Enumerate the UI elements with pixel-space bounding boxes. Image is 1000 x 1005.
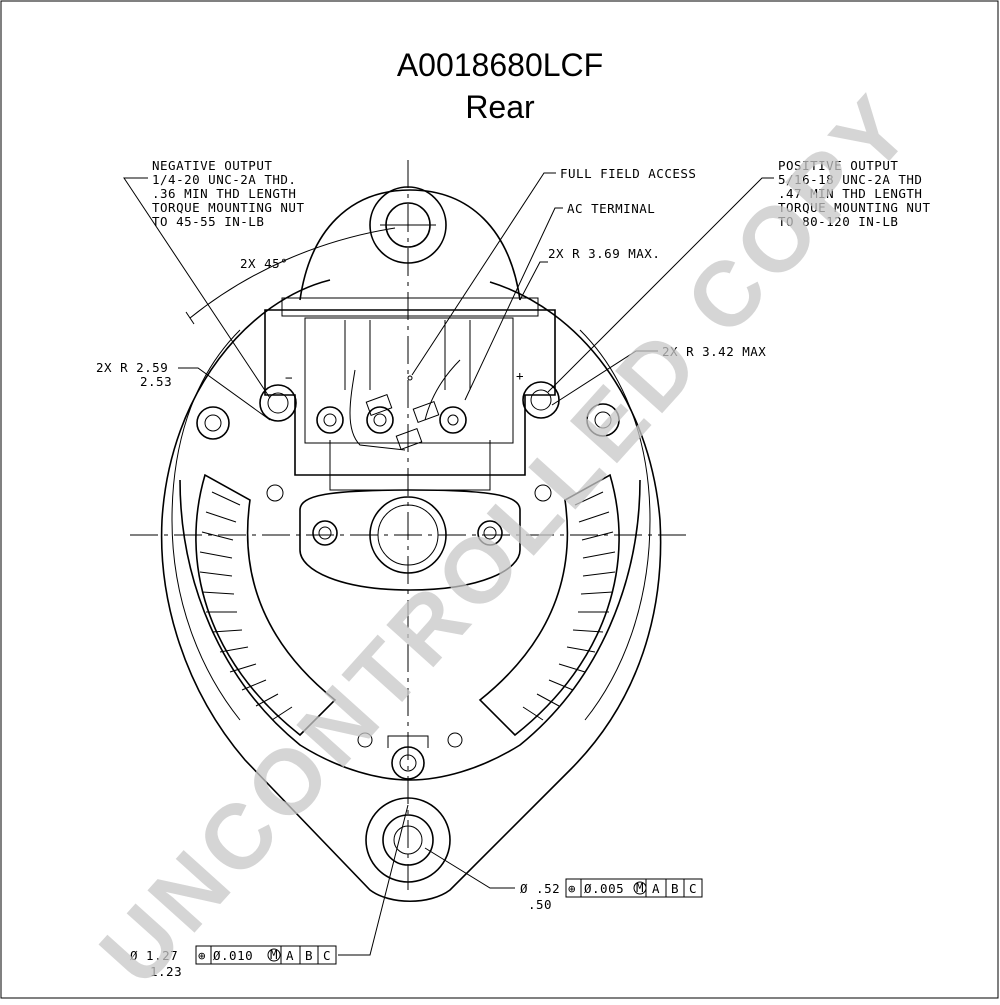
view-subtitle: Rear [465,89,535,125]
terminal-studs [196,403,620,502]
radius-right-leader [551,350,658,406]
small-bore-frame-datum-b: B [671,881,679,896]
small-bore-tolerance: Ø .52 .50 ⊕ Ø.005 M A B C [424,847,703,912]
regulator-box [264,297,556,491]
positive-sign: + [516,368,524,383]
full-field-access-label: FULL FIELD ACCESS [560,166,696,181]
large-bore-frame-modifier: M [270,947,278,962]
large-bore-frame-datum-b: B [305,948,313,963]
radius-left-upper-label: 2X R 2.59 [96,360,168,375]
positive-output-line-4: TORQUE MOUNTING NUT [778,200,931,215]
negative-output-callout: NEGATIVE OUTPUT 1/4-20 UNC-2A THD. .36 M… [123,158,305,399]
negative-output-line-3: .36 MIN THD LENGTH [152,186,296,201]
angle-arc [189,227,396,319]
positive-output-line-1: POSITIVE OUTPUT [778,158,898,173]
full-field-access-leader [411,172,556,376]
large-bore-frame-datum-a: A [286,948,294,963]
ac-terminal-label: AC TERMINAL [567,201,655,216]
radius-max-top-label: 2X R 3.69 MAX. [548,246,660,261]
negative-output-line-2: 1/4-20 UNC-2A THD. [152,172,296,187]
positive-output-line-2: 5/16-18 UNC-2A THD [778,172,922,187]
part-number-title: A0018680LCF [397,47,603,83]
large-bore-frame-symbol: ⊕ [198,948,206,963]
radius-right-label: 2X R 3.42 MAX [662,344,766,359]
large-bore-diameter-lower: 1.23 [150,964,182,979]
negative-output-line-1: NEGATIVE OUTPUT [152,158,272,173]
positive-output-line-3: .47 MIN THD LENGTH [778,186,922,201]
small-bore-frame-value: Ø.005 [584,881,624,896]
small-bore-frame-datum-c: C [689,881,697,896]
ac-terminal-leader [464,207,563,401]
large-bore-frame-value: Ø.010 [213,948,253,963]
positive-output-callout: POSITIVE OUTPUT 5/16-18 UNC-2A THD .47 M… [547,158,931,393]
ac-terminal-wires [349,359,461,451]
negative-output-line-5: TO 45-55 IN-LB [152,214,264,229]
radius-left-leader [178,367,271,421]
large-bore-diameter-upper: Ø 1.27 [130,948,178,963]
angle-label: 2X 45° [240,256,288,271]
angle-arc-tick [185,311,195,325]
small-bore-frame-symbol: ⊕ [568,881,576,896]
small-bore-diameter-lower: .50 [528,897,552,912]
left-vent-arc [195,473,337,737]
positive-output-line-5: TO 80-120 IN-LB [778,214,898,229]
small-bore-frame-modifier: M [636,880,644,895]
small-bore-diameter-upper: Ø .52 [520,881,560,896]
negative-output-line-4: TORQUE MOUNTING NUT [152,200,305,215]
centerlines [130,160,690,890]
negative-output-terminal [259,384,297,422]
negative-sign: − [285,370,293,385]
small-bore-frame-datum-a: A [652,881,660,896]
right-vent-arc [478,473,620,737]
large-bore-frame-datum-c: C [323,948,331,963]
large-bore-tolerance: Ø 1.27 1.23 ⊕ Ø.010 M A B C [130,804,409,979]
radius-max-top-leader [519,261,548,301]
radius-left-lower-label: 2.53 [140,374,172,389]
